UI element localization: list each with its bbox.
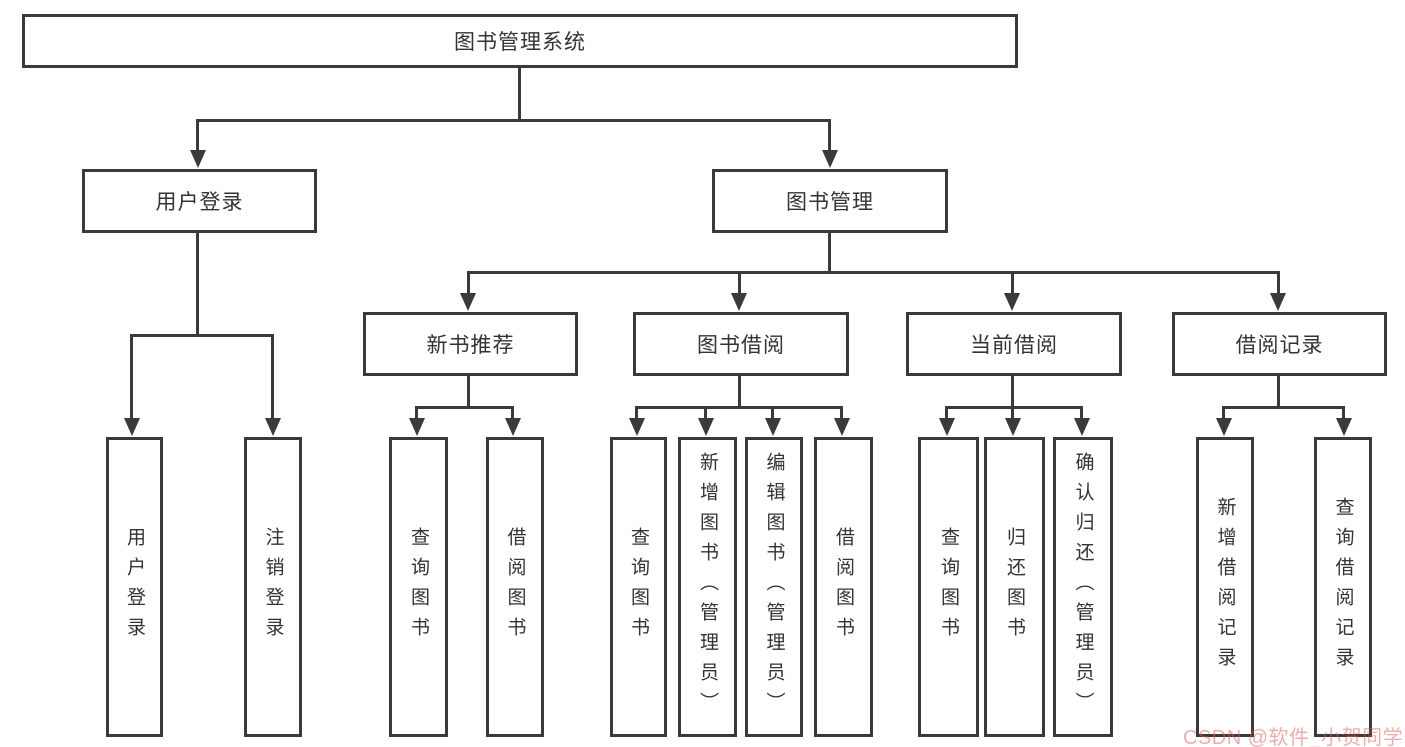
connector-line [196,119,831,122]
arrowhead-down-icon [1004,293,1020,311]
node-label: 图书管理 [786,191,874,214]
connector-line [635,406,638,420]
node-label: 新增图书（管理员） [697,452,718,722]
node-label: 借阅记录 [1235,334,1324,357]
node-new-book-recommend: 新书推荐 [363,312,578,376]
leaf-newbook-query-book: 查询图书 [389,437,448,737]
arrowhead-down-icon [505,418,521,436]
connector-line [635,406,843,409]
arrowhead-down-icon [939,418,955,436]
connector-line [518,68,521,122]
connector-line [704,406,707,420]
arrowhead-down-icon [190,150,206,168]
connector-line [1342,406,1345,420]
arrowhead-down-icon [265,418,281,436]
leaf-current-query-book: 查询图书 [918,437,979,737]
node-user-login: 用户登录 [82,169,317,233]
leaf-record-add-record: 新增借阅记录 [1196,437,1254,737]
node-label: 新书推荐 [426,334,515,357]
arrowhead-down-icon [1074,418,1090,436]
connector-line [467,271,470,295]
connector-line [271,334,274,420]
connector-line [467,375,470,409]
node-root: 图书管理系统 [22,14,1018,68]
arrowhead-down-icon [1270,293,1286,311]
connector-line [1011,271,1014,295]
leaf-borrow-edit-book-admin: 编辑图书（管理员） [745,437,803,737]
node-label: 借阅图书 [504,527,526,647]
node-label: 借阅图书 [833,527,854,647]
arrowhead-down-icon [460,293,476,311]
node-label: 用户登录 [124,527,145,647]
arrowhead-down-icon [1005,418,1021,436]
node-borrow-record: 借阅记录 [1172,312,1387,376]
connector-line [415,406,418,420]
connector-line [1222,406,1345,409]
connector-line [738,271,741,295]
csdn-watermark: CSDN @软件_小贺同学 [1183,727,1404,747]
arrowhead-down-icon [409,418,425,436]
arrowhead-down-icon [124,418,140,436]
node-label: 图书借阅 [697,334,785,357]
connector-line [1277,271,1280,295]
arrowhead-down-icon [1336,418,1352,436]
connector-line [828,232,831,274]
node-label: 查询图书 [938,527,959,647]
leaf-record-query-record: 查询借阅记录 [1314,437,1372,737]
connector-line [1277,375,1280,409]
node-label: 归还图书 [1004,527,1025,647]
connector-line [945,406,1083,409]
node-book-management: 图书管理 [712,169,948,233]
connector-line [771,406,774,420]
leaf-user-logout: 注销登录 [244,437,302,737]
node-label: 查询图书 [408,527,429,647]
arrowhead-down-icon [731,293,747,311]
connector-line [840,406,843,420]
node-label: 查询借阅记录 [1332,497,1354,677]
leaf-borrow-borrow-book: 借阅图书 [814,437,873,737]
node-label: 用户登录 [155,191,244,214]
node-label: 注销登录 [262,527,284,647]
leaf-borrow-add-book-admin: 新增图书（管理员） [678,437,737,737]
connector-line [1011,375,1014,409]
connector-line [1080,406,1083,420]
connector-line [1011,406,1014,420]
node-label: 编辑图书（管理员） [763,452,785,722]
arrowhead-down-icon [698,418,714,436]
leaf-current-confirm-return-admin: 确认归还（管理员） [1053,437,1113,737]
arrowhead-down-icon [629,418,645,436]
leaf-newbook-borrow-book: 借阅图书 [486,437,544,737]
leaf-current-return-book: 归还图书 [984,437,1045,737]
node-current-borrow: 当前借阅 [906,312,1122,376]
connector-line [196,119,199,152]
node-book-borrow: 图书借阅 [633,312,849,376]
connector-line [1222,406,1225,420]
node-label: 当前借阅 [970,334,1058,357]
connector-line [467,271,1280,274]
connector-line [511,406,514,420]
node-label: 确认归还（管理员） [1072,452,1094,722]
connector-line [196,232,199,336]
leaf-borrow-query-book: 查询图书 [610,437,667,737]
arrowhead-down-icon [834,418,850,436]
node-label: 新增借阅记录 [1214,497,1236,677]
connector-line [130,334,274,337]
leaf-user-login: 用户登录 [106,437,163,737]
arrowhead-down-icon [1216,418,1232,436]
arrowhead-down-icon [765,418,781,436]
arrowhead-down-icon [822,150,838,168]
connector-line [738,375,741,409]
connector-line [828,119,831,152]
connector-line [415,406,514,409]
connector-line [130,334,133,420]
node-label: 图书管理系统 [454,31,586,54]
node-label: 查询图书 [628,527,649,647]
connector-line [945,406,948,420]
